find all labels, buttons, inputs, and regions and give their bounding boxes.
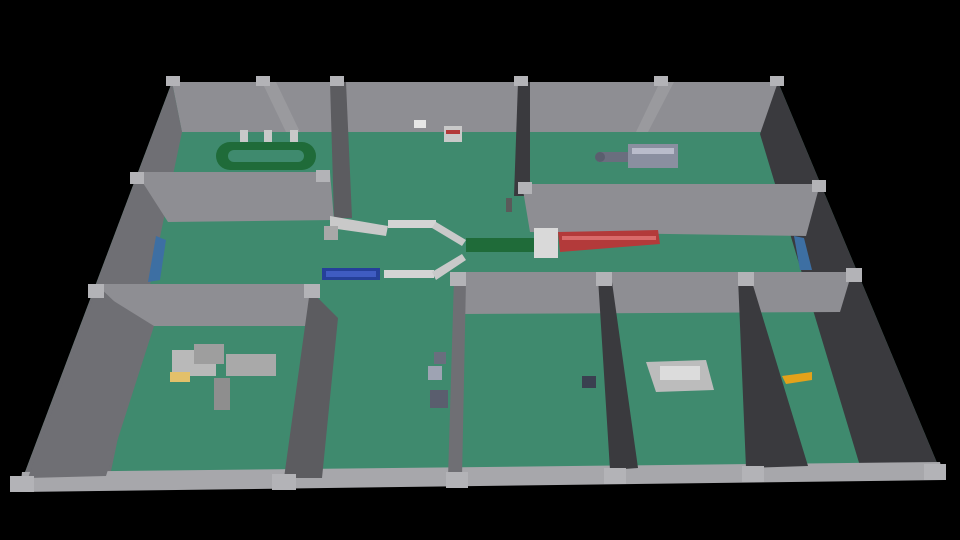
cnc-machine[interactable]: [646, 360, 714, 392]
oven-machine[interactable]: [595, 144, 678, 168]
assembly-machine[interactable]: [170, 344, 276, 410]
oval-conveyor-loop[interactable]: [216, 130, 316, 170]
wall-top-room-right-inner: [636, 82, 674, 132]
wall-top-divider-1: [330, 82, 352, 218]
red-press-line[interactable]: [558, 230, 660, 252]
front-wall: [20, 462, 944, 492]
wall-mid-right-lower: [456, 272, 852, 314]
robot-arm[interactable]: [428, 352, 448, 408]
diagonal-conveyor-lower[interactable]: [432, 254, 466, 280]
workstation-box[interactable]: [414, 120, 462, 142]
back-wall: [172, 82, 778, 132]
machine-unit[interactable]: [534, 228, 558, 258]
left-window[interactable]: [148, 236, 166, 282]
wall-bottom-divider-3: [598, 278, 638, 470]
diagonal-conveyor-upper[interactable]: [330, 216, 388, 236]
forklift[interactable]: [782, 372, 812, 384]
green-conveyor-belt[interactable]: [466, 238, 534, 252]
conveyor-segment-lower[interactable]: [384, 270, 434, 278]
wall-mid-right-upper: [522, 184, 820, 236]
wall-bottom-divider-4: [738, 278, 808, 468]
wall-top-room-inner: [262, 82, 300, 132]
conveyor-system[interactable]: [322, 198, 660, 280]
pillars: [10, 76, 946, 492]
wall-bottom-divider-1: [284, 290, 338, 478]
diagonal-conveyor-link[interactable]: [432, 222, 466, 246]
right-window[interactable]: [794, 236, 812, 270]
conveyor-segment-upper[interactable]: [388, 220, 436, 228]
wall-mid-left-upper: [136, 172, 334, 222]
wall-top-divider-2: [514, 82, 530, 196]
wall-bottom-left-inner: [28, 290, 154, 478]
crate[interactable]: [582, 376, 596, 388]
wall-mid-left-lower: [96, 284, 318, 326]
wall-bottom-divider-2: [448, 278, 466, 478]
